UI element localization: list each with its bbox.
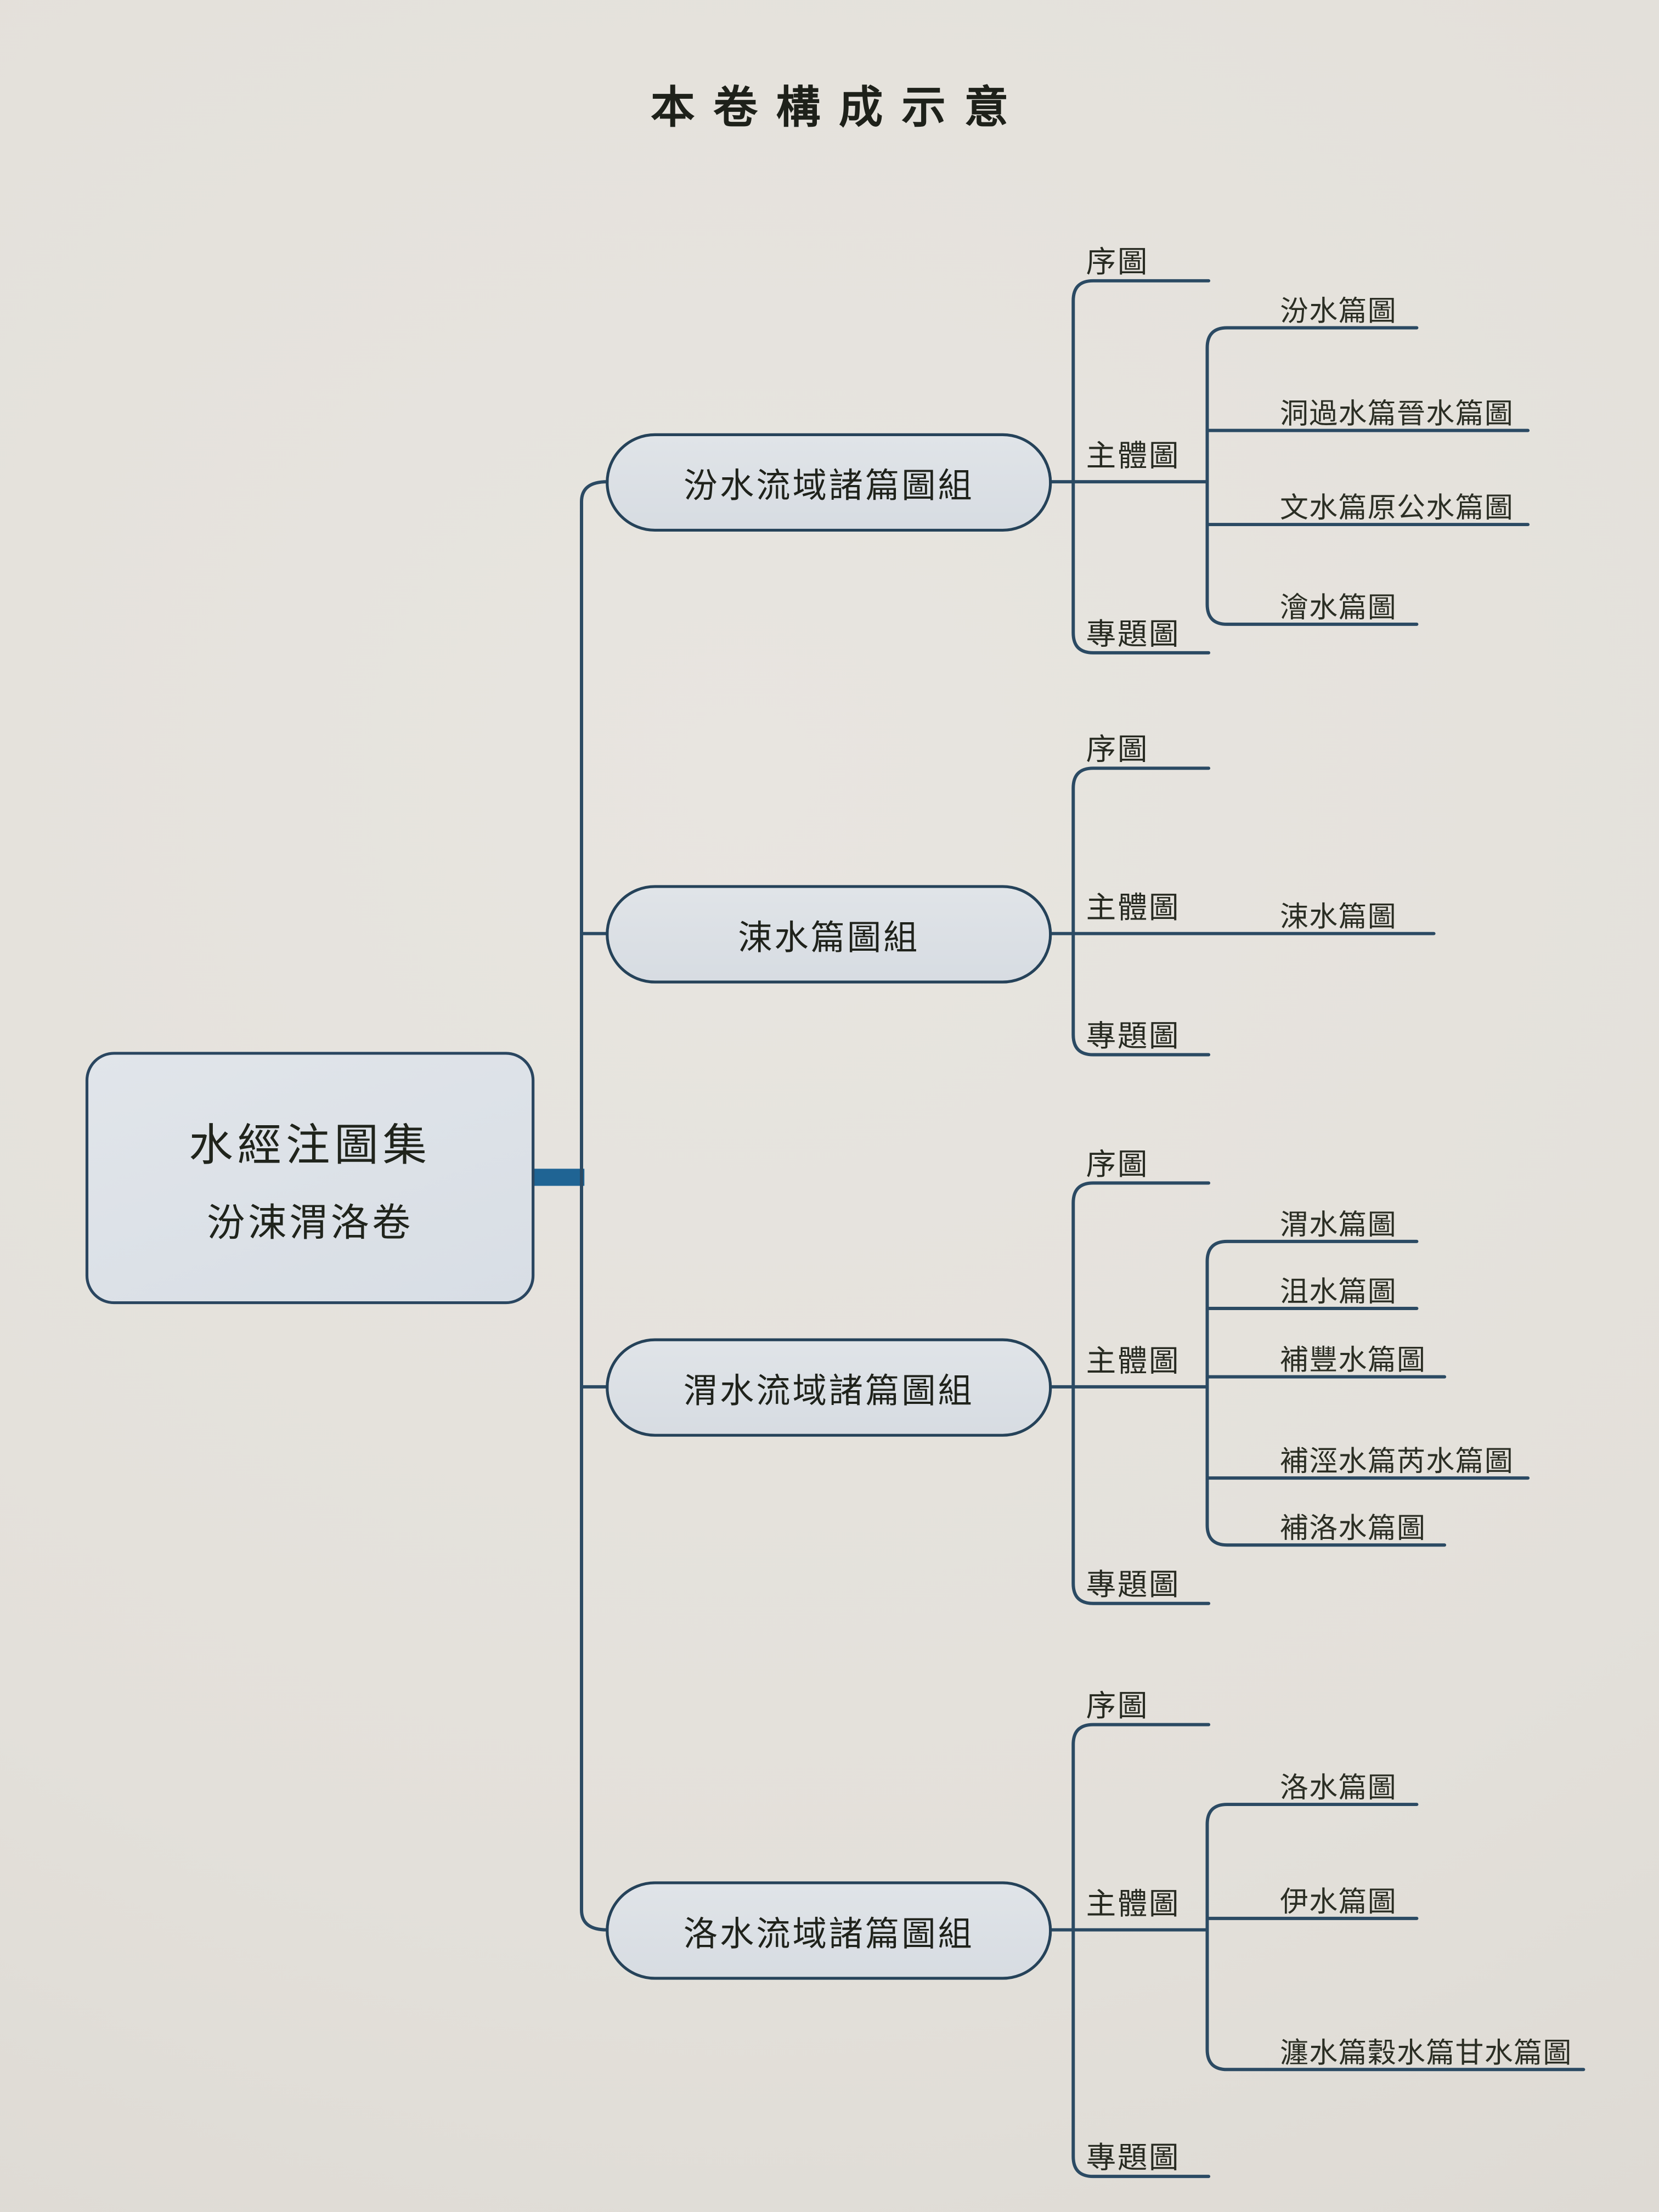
map-bracket-3: [1205, 1239, 1447, 1547]
category-label-preface: 序圖: [1086, 1147, 1149, 1182]
map-label: 洞過水篇晉水篇圖: [1280, 399, 1514, 431]
trunk-line: [579, 480, 609, 1932]
group-node-1: 汾水流域諸篇圖組: [606, 432, 1052, 531]
map-label: 渭水篇圖: [1280, 1210, 1397, 1242]
category-label-preface: 序圖: [1086, 1689, 1149, 1723]
category-label-preface: 序圖: [1086, 732, 1149, 767]
category-bracket-4: [1071, 1723, 1211, 2179]
map-bracket-1: [1205, 326, 1419, 626]
map-label: 補涇水篇芮水篇圖: [1280, 1446, 1514, 1479]
category-label-preface: 序圖: [1086, 245, 1149, 280]
map-label: 文水篇原公水篇圖: [1280, 493, 1514, 525]
category-bracket-3: [1071, 1181, 1211, 1605]
root-connector-bar: [533, 1169, 585, 1186]
category-label-main-body: 主體圖: [1086, 890, 1181, 926]
category-label-main-body: 主體圖: [1086, 439, 1181, 473]
group-node-2: 涑水篇圖組: [606, 884, 1052, 983]
category-bracket-2: [1071, 766, 1211, 1057]
map-label: 澮水篇圖: [1280, 592, 1397, 624]
category-label-thematic: 專題圖: [1086, 2141, 1181, 2175]
root-title: 水經注圖集: [189, 1120, 431, 1170]
map-label: 涑水篇圖: [1280, 902, 1397, 934]
map-label: 伊水篇圖: [1280, 1887, 1397, 1918]
map-label: 洛水篇圖: [1280, 1773, 1397, 1805]
group-node-4: 洛水流域諸篇圖組: [606, 1881, 1052, 1979]
map-label: 瀍水篇穀水篇甘水篇圖: [1280, 2038, 1572, 2070]
page-title: 本卷構成示意: [650, 82, 1027, 133]
category-label-thematic: 專題圖: [1086, 1019, 1181, 1053]
root-node: 水經注圖集 汾涑渭洛卷: [85, 1052, 535, 1305]
category-label-thematic: 專題圖: [1086, 617, 1181, 652]
map-label: 補豐水篇圖: [1280, 1345, 1426, 1377]
map-label: 沮水篇圖: [1280, 1277, 1397, 1308]
category-bracket-1: [1071, 279, 1211, 654]
map-label: 汾水篇圖: [1280, 296, 1397, 328]
root-subtitle: 汾涑渭洛卷: [206, 1201, 414, 1245]
group-node-3: 渭水流域諸篇圖組: [606, 1338, 1052, 1436]
map-bracket-4: [1205, 1803, 1585, 2072]
category-label-main-body: 主體圖: [1086, 1887, 1181, 1922]
category-label-main-body: 主體圖: [1086, 1344, 1181, 1379]
map-label: 補洛水篇圖: [1280, 1514, 1426, 1545]
category-label-thematic: 專題圖: [1086, 1567, 1181, 1602]
